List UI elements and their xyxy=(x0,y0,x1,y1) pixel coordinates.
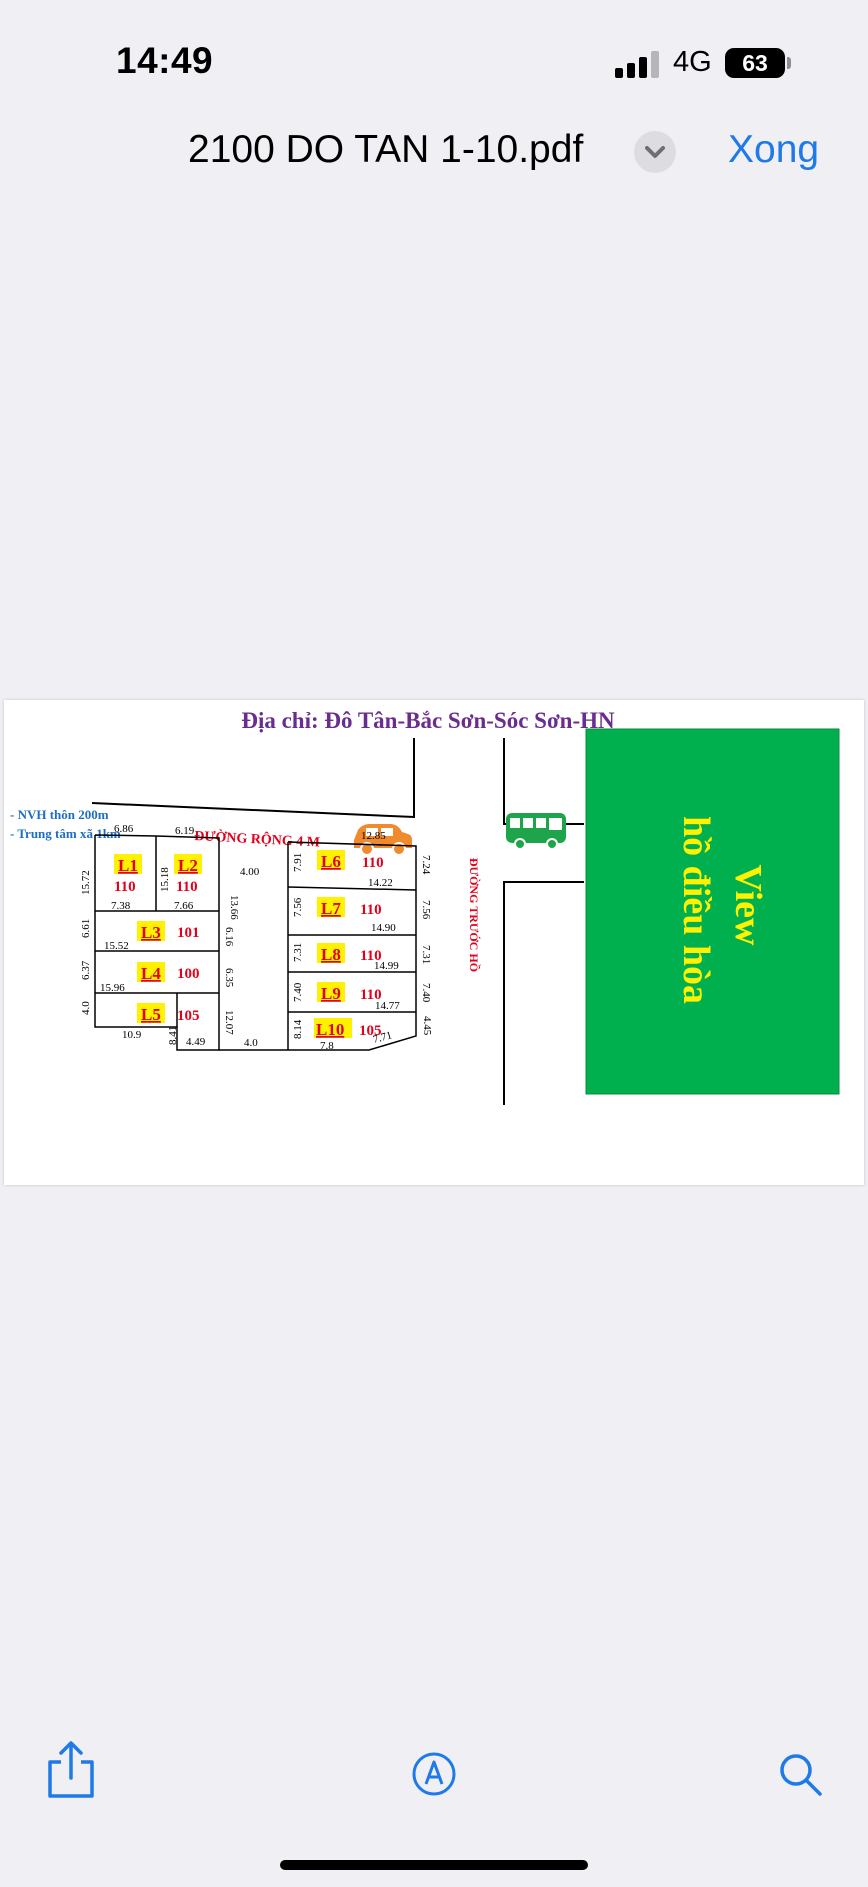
dimension-label: 15.72 xyxy=(80,870,92,895)
dimension-label: 14.22 xyxy=(368,877,393,889)
left-lots-outline xyxy=(94,834,417,1051)
lot-area: 110 xyxy=(360,948,382,964)
dimension-label: 4.00 xyxy=(240,866,260,878)
share-button[interactable] xyxy=(44,1740,98,1800)
title-menu-button[interactable] xyxy=(634,131,676,173)
lot-code: L5 xyxy=(141,1005,161,1024)
cellular-signal-icon xyxy=(615,50,661,78)
lake-road-label: ĐƯỜNG TRƯỚC HỒ xyxy=(467,858,482,972)
status-time: 14:49 xyxy=(116,40,214,81)
lot-area: 110 xyxy=(176,879,198,895)
dimension-label: 15.18 xyxy=(159,867,171,892)
lot-code: L10 xyxy=(316,1020,344,1039)
dimension-label: 12.85 xyxy=(361,830,386,842)
dimension-label: 4.0 xyxy=(80,1001,92,1015)
lake-name-label: hồ điều hòa xyxy=(675,816,717,1004)
dimension-label: 6.61 xyxy=(80,919,92,938)
lot-area: 100 xyxy=(177,966,200,982)
dimension-label: 4.45 xyxy=(421,1016,433,1036)
network-type: 4G xyxy=(673,46,712,78)
battery-percent: 63 xyxy=(742,50,768,76)
markup-icon xyxy=(412,1752,456,1796)
note-community-house: - NVH thôn 200m xyxy=(10,807,109,822)
lot-area: 110 xyxy=(114,879,136,895)
dimension-label: 15.52 xyxy=(104,940,129,952)
dimension-label: 10.9 xyxy=(122,1029,142,1041)
lot-code: L4 xyxy=(141,964,161,983)
dimension-label: 14.99 xyxy=(374,960,399,972)
pdf-page: Địa chỉ: Đô Tân-Bắc Sơn-Sóc Sơn-HN - NVH… xyxy=(4,700,864,1185)
battery-cap-icon xyxy=(787,57,791,69)
lot-labels: L1 110 L2 110 L3 101 L4 100 L5 105 L6 11… xyxy=(114,850,384,1039)
dimension-label: 7.8 xyxy=(320,1040,334,1052)
lot-area: 110 xyxy=(360,987,382,1003)
lot-code: L7 xyxy=(321,899,341,918)
dimension-label: 6.19 xyxy=(175,825,195,837)
lake-area xyxy=(585,728,840,1095)
dimension-label: 7.40 xyxy=(292,982,304,1002)
car-icon xyxy=(354,824,412,856)
lot-code: L8 xyxy=(321,945,341,964)
lot-code: L6 xyxy=(321,852,341,871)
dimension-label: 14.90 xyxy=(371,922,396,934)
search-icon xyxy=(780,1754,822,1796)
document-title[interactable]: 2100 DO TAN 1-10.pdf xyxy=(188,128,584,171)
dimension-label: 12.07 xyxy=(223,1010,235,1035)
dimension-label: 7.56 xyxy=(420,900,432,920)
dimension-label: 7.91 xyxy=(292,853,304,872)
dimension-label: 7.31 xyxy=(292,943,304,962)
lot-area: 110 xyxy=(362,855,384,871)
road-width-label: ĐƯỜNG RỘNG 4 M xyxy=(194,827,321,851)
lot-code: L1 xyxy=(118,856,138,875)
dimension-label: 7.56 xyxy=(292,897,304,917)
dimension-label: 7.71 xyxy=(372,1029,394,1046)
dimension-label: 4.0 xyxy=(244,1037,258,1049)
dimension-label: 6.86 xyxy=(114,823,134,835)
address-title: Địa chỉ: Đô Tân-Bắc Sơn-Sóc Sơn-HN xyxy=(241,708,615,733)
lake-view-label: View xyxy=(727,865,769,946)
chevron-down-icon xyxy=(645,146,665,158)
site-plan: Địa chỉ: Đô Tân-Bắc Sơn-Sóc Sơn-HN - NVH… xyxy=(10,708,840,1105)
lot-area: 101 xyxy=(177,925,200,941)
dimension-label: 8.14 xyxy=(292,1019,304,1039)
dimension-label: 14.77 xyxy=(375,1000,400,1012)
home-indicator[interactable] xyxy=(280,1860,588,1870)
dimension-label: 7.38 xyxy=(111,900,131,912)
lot-area: 110 xyxy=(360,902,382,918)
dimension-label: 8.41 xyxy=(167,1026,179,1045)
dimension-label: 7.31 xyxy=(420,945,432,964)
lot-area: 105 xyxy=(359,1023,382,1039)
share-icon xyxy=(48,1741,94,1798)
dimension-label: 6.16 xyxy=(223,927,235,947)
dimension-label: 13.66 xyxy=(228,895,240,920)
dimension-label: 7.66 xyxy=(174,900,194,912)
dimension-label: 7.40 xyxy=(420,983,432,1003)
dimension-labels: 6.86 6.19 4.00 12.85 15.72 15.18 13.66 7… xyxy=(80,823,433,1052)
done-button[interactable]: Xong xyxy=(728,128,820,171)
dimension-label: 7.24 xyxy=(420,855,432,875)
battery-indicator: 63 xyxy=(725,48,785,78)
bus-icon xyxy=(506,813,566,850)
dimension-label: 4.49 xyxy=(186,1036,206,1048)
lot-code: L9 xyxy=(321,984,341,1003)
note-commune-center: - Trung tâm xã 1km xyxy=(10,826,121,841)
markup-button[interactable] xyxy=(411,1751,457,1797)
search-button[interactable] xyxy=(778,1752,824,1798)
dimension-label: 6.35 xyxy=(223,968,235,988)
dimension-label: 15.96 xyxy=(100,982,125,994)
lot-area: 105 xyxy=(177,1008,200,1024)
status-bar: 14:49 4G 63 xyxy=(0,0,868,120)
lot-code: L2 xyxy=(178,856,198,875)
lot-code: L3 xyxy=(141,923,161,942)
dimension-label: 6.37 xyxy=(80,960,92,980)
